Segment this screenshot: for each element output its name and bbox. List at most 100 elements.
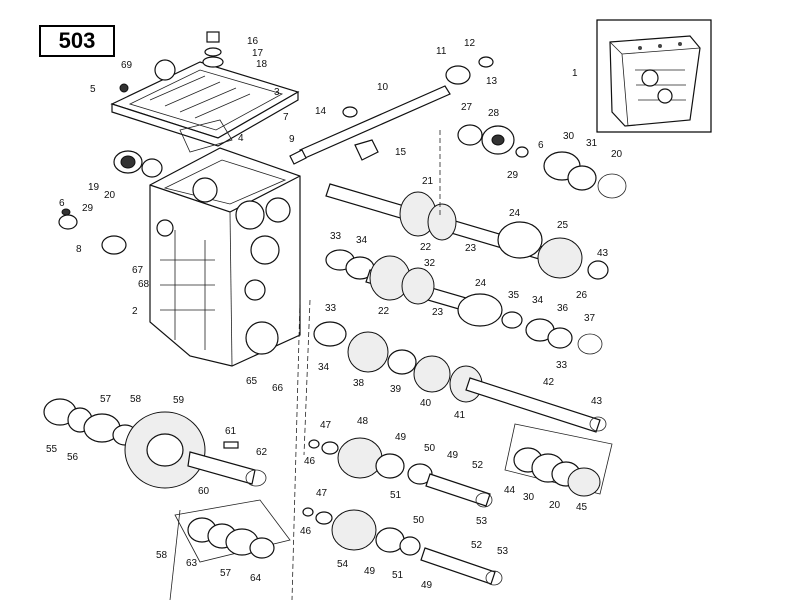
callout: 30	[563, 131, 575, 142]
callout-labels: 1 2 3 4 5 6 6 7 8 9 10 11 12 13 14 15 16…	[46, 36, 623, 591]
callout: 41	[454, 410, 466, 421]
callout: 23	[432, 307, 444, 318]
upper-shaft	[325, 183, 609, 280]
callout: 38	[353, 378, 365, 389]
callout: 35	[508, 290, 520, 301]
callout: 46	[304, 456, 316, 467]
callout: 28	[488, 108, 500, 119]
callout: 54	[337, 559, 349, 570]
callout: 50	[424, 443, 436, 454]
bearing-set-right	[457, 124, 627, 199]
diagram-number-box: 503	[39, 25, 115, 57]
callout: 65	[246, 376, 258, 387]
callout: 57	[100, 394, 112, 405]
callout: 23	[465, 243, 477, 254]
callout: 21	[422, 176, 434, 187]
callout: 15	[395, 147, 407, 158]
callout: 63	[186, 558, 198, 569]
callout: 49	[395, 432, 407, 443]
diagram-number: 503	[59, 28, 96, 53]
right-lower-bearing-group	[504, 423, 613, 497]
callout: 68	[138, 279, 150, 290]
transmission-housing	[149, 147, 301, 367]
callout: 58	[130, 394, 142, 405]
callout: 49	[421, 580, 433, 591]
callout: 69	[121, 60, 133, 71]
callout: 6	[538, 140, 544, 151]
bottom-left-gear-group	[174, 499, 291, 563]
callout: 16	[247, 36, 259, 47]
callout: 39	[390, 384, 402, 395]
callout: 33	[556, 360, 568, 371]
callout: 56	[67, 452, 79, 463]
callout: 45	[576, 502, 588, 513]
callout: 44	[504, 485, 516, 496]
lower-shaft	[313, 321, 607, 433]
assembly-inset	[596, 19, 712, 133]
callout: 50	[413, 515, 425, 526]
callout: 4	[238, 133, 244, 144]
callout: 34	[356, 235, 368, 246]
callout: 20	[611, 149, 623, 160]
callout: 30	[523, 492, 535, 503]
drain-plug	[58, 208, 127, 255]
callout: 57	[220, 568, 232, 579]
callout: 61	[225, 426, 237, 437]
gasket	[179, 119, 233, 153]
callout: 34	[532, 295, 544, 306]
callout: 2	[132, 306, 138, 317]
callout: 53	[476, 516, 488, 527]
callout: 33	[330, 231, 342, 242]
callout: 53	[497, 546, 509, 557]
left-gear-group	[43, 398, 267, 489]
callout: 31	[586, 138, 598, 149]
callout: 18	[256, 59, 268, 70]
callout: 9	[289, 134, 295, 145]
callout: 49	[364, 566, 376, 577]
callout: 26	[576, 290, 588, 301]
callout: 52	[472, 460, 484, 471]
callout: 29	[82, 203, 94, 214]
callout: 46	[300, 526, 312, 537]
callout: 37	[584, 313, 596, 324]
callout: 34	[318, 362, 330, 373]
middle-shaft	[325, 249, 603, 355]
callout: 51	[392, 570, 404, 581]
shift-shaft	[289, 56, 494, 165]
callout: 20	[104, 190, 116, 201]
callout: 7	[283, 112, 289, 123]
callout: 22	[420, 242, 432, 253]
callout: 49	[447, 450, 459, 461]
callout: 32	[424, 258, 436, 269]
alignment-lines	[169, 130, 441, 601]
callout: 22	[378, 306, 390, 317]
lower-right-shaft-group	[302, 437, 503, 586]
callout: 25	[557, 220, 569, 231]
callout: 20	[549, 500, 561, 511]
callout: 3	[274, 87, 280, 98]
callout: 33	[325, 303, 337, 314]
callout: 10	[377, 82, 389, 93]
callout: 27	[461, 102, 473, 113]
callout: 11	[436, 46, 447, 57]
callout: 36	[557, 303, 569, 314]
callout: 51	[390, 490, 402, 501]
callout: 42	[543, 377, 555, 388]
callout: 47	[316, 488, 328, 499]
callout: 59	[173, 395, 185, 406]
callout: 6	[59, 198, 65, 209]
bearing-set-left	[113, 150, 163, 178]
callout: 64	[250, 573, 262, 584]
callout: 13	[486, 76, 498, 87]
callout: 66	[272, 383, 284, 394]
callout: 17	[252, 48, 264, 59]
callout: 52	[471, 540, 483, 551]
callout: 60	[198, 486, 210, 497]
callout: 24	[509, 208, 521, 219]
callout: 5	[90, 84, 96, 95]
callout: 43	[597, 248, 609, 259]
top-screw-assembly	[202, 31, 224, 68]
callout: 67	[132, 265, 144, 276]
cover-plate	[110, 59, 300, 147]
